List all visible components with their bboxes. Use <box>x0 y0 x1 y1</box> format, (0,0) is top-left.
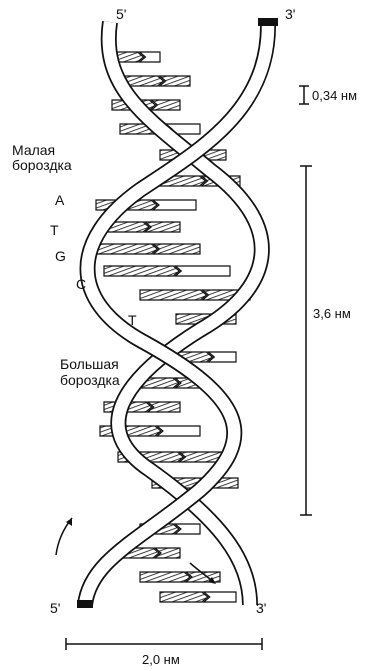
base-label-t1: T <box>50 222 59 238</box>
base-pair-rung-right <box>153 200 196 210</box>
minor-groove-label-line2: бороздка <box>12 157 72 173</box>
width-dimension-marker <box>66 638 262 650</box>
strand-end-label-top-left: 5' <box>116 6 126 22</box>
width-label: 2,0 нм <box>142 652 180 668</box>
strand-end-label-bottom-left: 5' <box>50 600 60 616</box>
major-groove-label-line2: бороздка <box>60 372 120 388</box>
base-pair-rung-left <box>92 244 157 254</box>
base-pair-rung-right <box>145 222 180 232</box>
strand-end-top-right <box>258 18 278 26</box>
pitch-dimension-marker <box>300 166 312 515</box>
strand-end-bottom-left <box>77 600 93 608</box>
pitch-label: 3,6 нм <box>313 306 351 322</box>
base-pair-rung-right <box>175 266 230 276</box>
base-pair-rung-left <box>140 572 190 582</box>
base-pair-rung-right <box>157 426 200 436</box>
rise-dimension-marker <box>299 86 309 104</box>
base-pair-rung-left <box>100 426 161 436</box>
base-label-g: G <box>55 248 66 264</box>
rise-label: 0,34 нм <box>312 88 357 104</box>
base-pair-rung-right <box>153 244 200 254</box>
base-label-a: A <box>55 192 64 208</box>
base-pair-rung-left <box>160 592 208 602</box>
major-groove-label-line1: Большая <box>60 356 119 372</box>
base-pair-rung-left <box>140 290 207 300</box>
strand-end-label-bottom-right: 3' <box>256 600 266 616</box>
base-label-t2: T <box>128 312 137 328</box>
base-pair-rung-left <box>104 266 179 276</box>
strand-end-label-top-right: 3' <box>285 6 295 22</box>
direction-arrow-left <box>56 518 72 555</box>
minor-groove-label-line1: Малая <box>12 142 55 158</box>
base-label-c: C <box>76 276 86 292</box>
